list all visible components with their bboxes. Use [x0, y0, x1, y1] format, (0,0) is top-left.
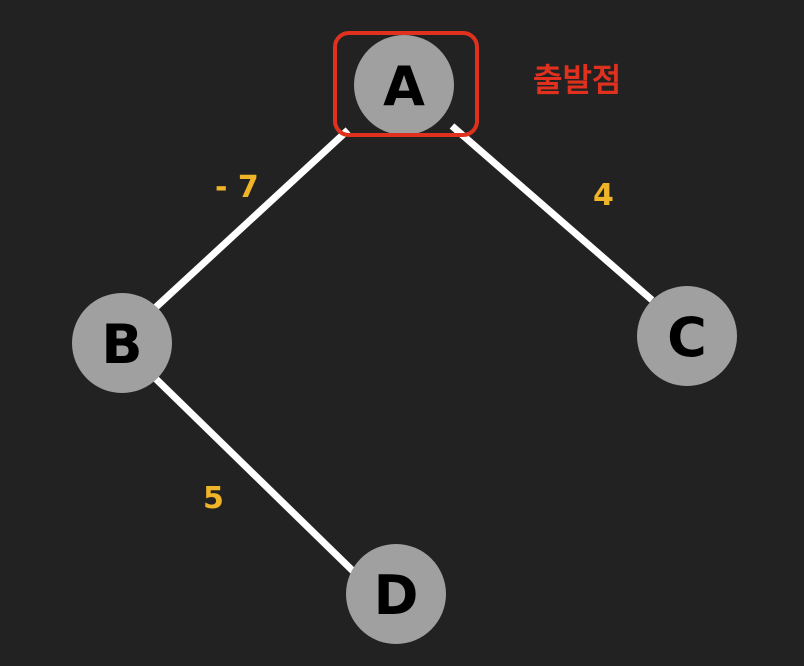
edge-weight-a-c: 4	[593, 178, 614, 213]
node-a-label: A	[383, 55, 425, 118]
start-label: 출발점	[533, 61, 621, 99]
node-d-label: D	[374, 564, 419, 627]
start-node-highlight	[333, 31, 479, 137]
node-d: D	[346, 544, 446, 644]
edge-a-b	[152, 127, 351, 311]
edge-weight-a-b: - 7	[215, 170, 259, 205]
edge-a-c	[449, 123, 655, 303]
node-b-label: B	[101, 313, 142, 376]
edge-b-d	[152, 375, 359, 577]
node-a: A	[354, 35, 454, 135]
node-c-label: C	[667, 306, 707, 369]
node-b: B	[72, 293, 172, 393]
node-c: C	[637, 286, 737, 386]
edge-weight-b-d: 5	[203, 481, 224, 516]
